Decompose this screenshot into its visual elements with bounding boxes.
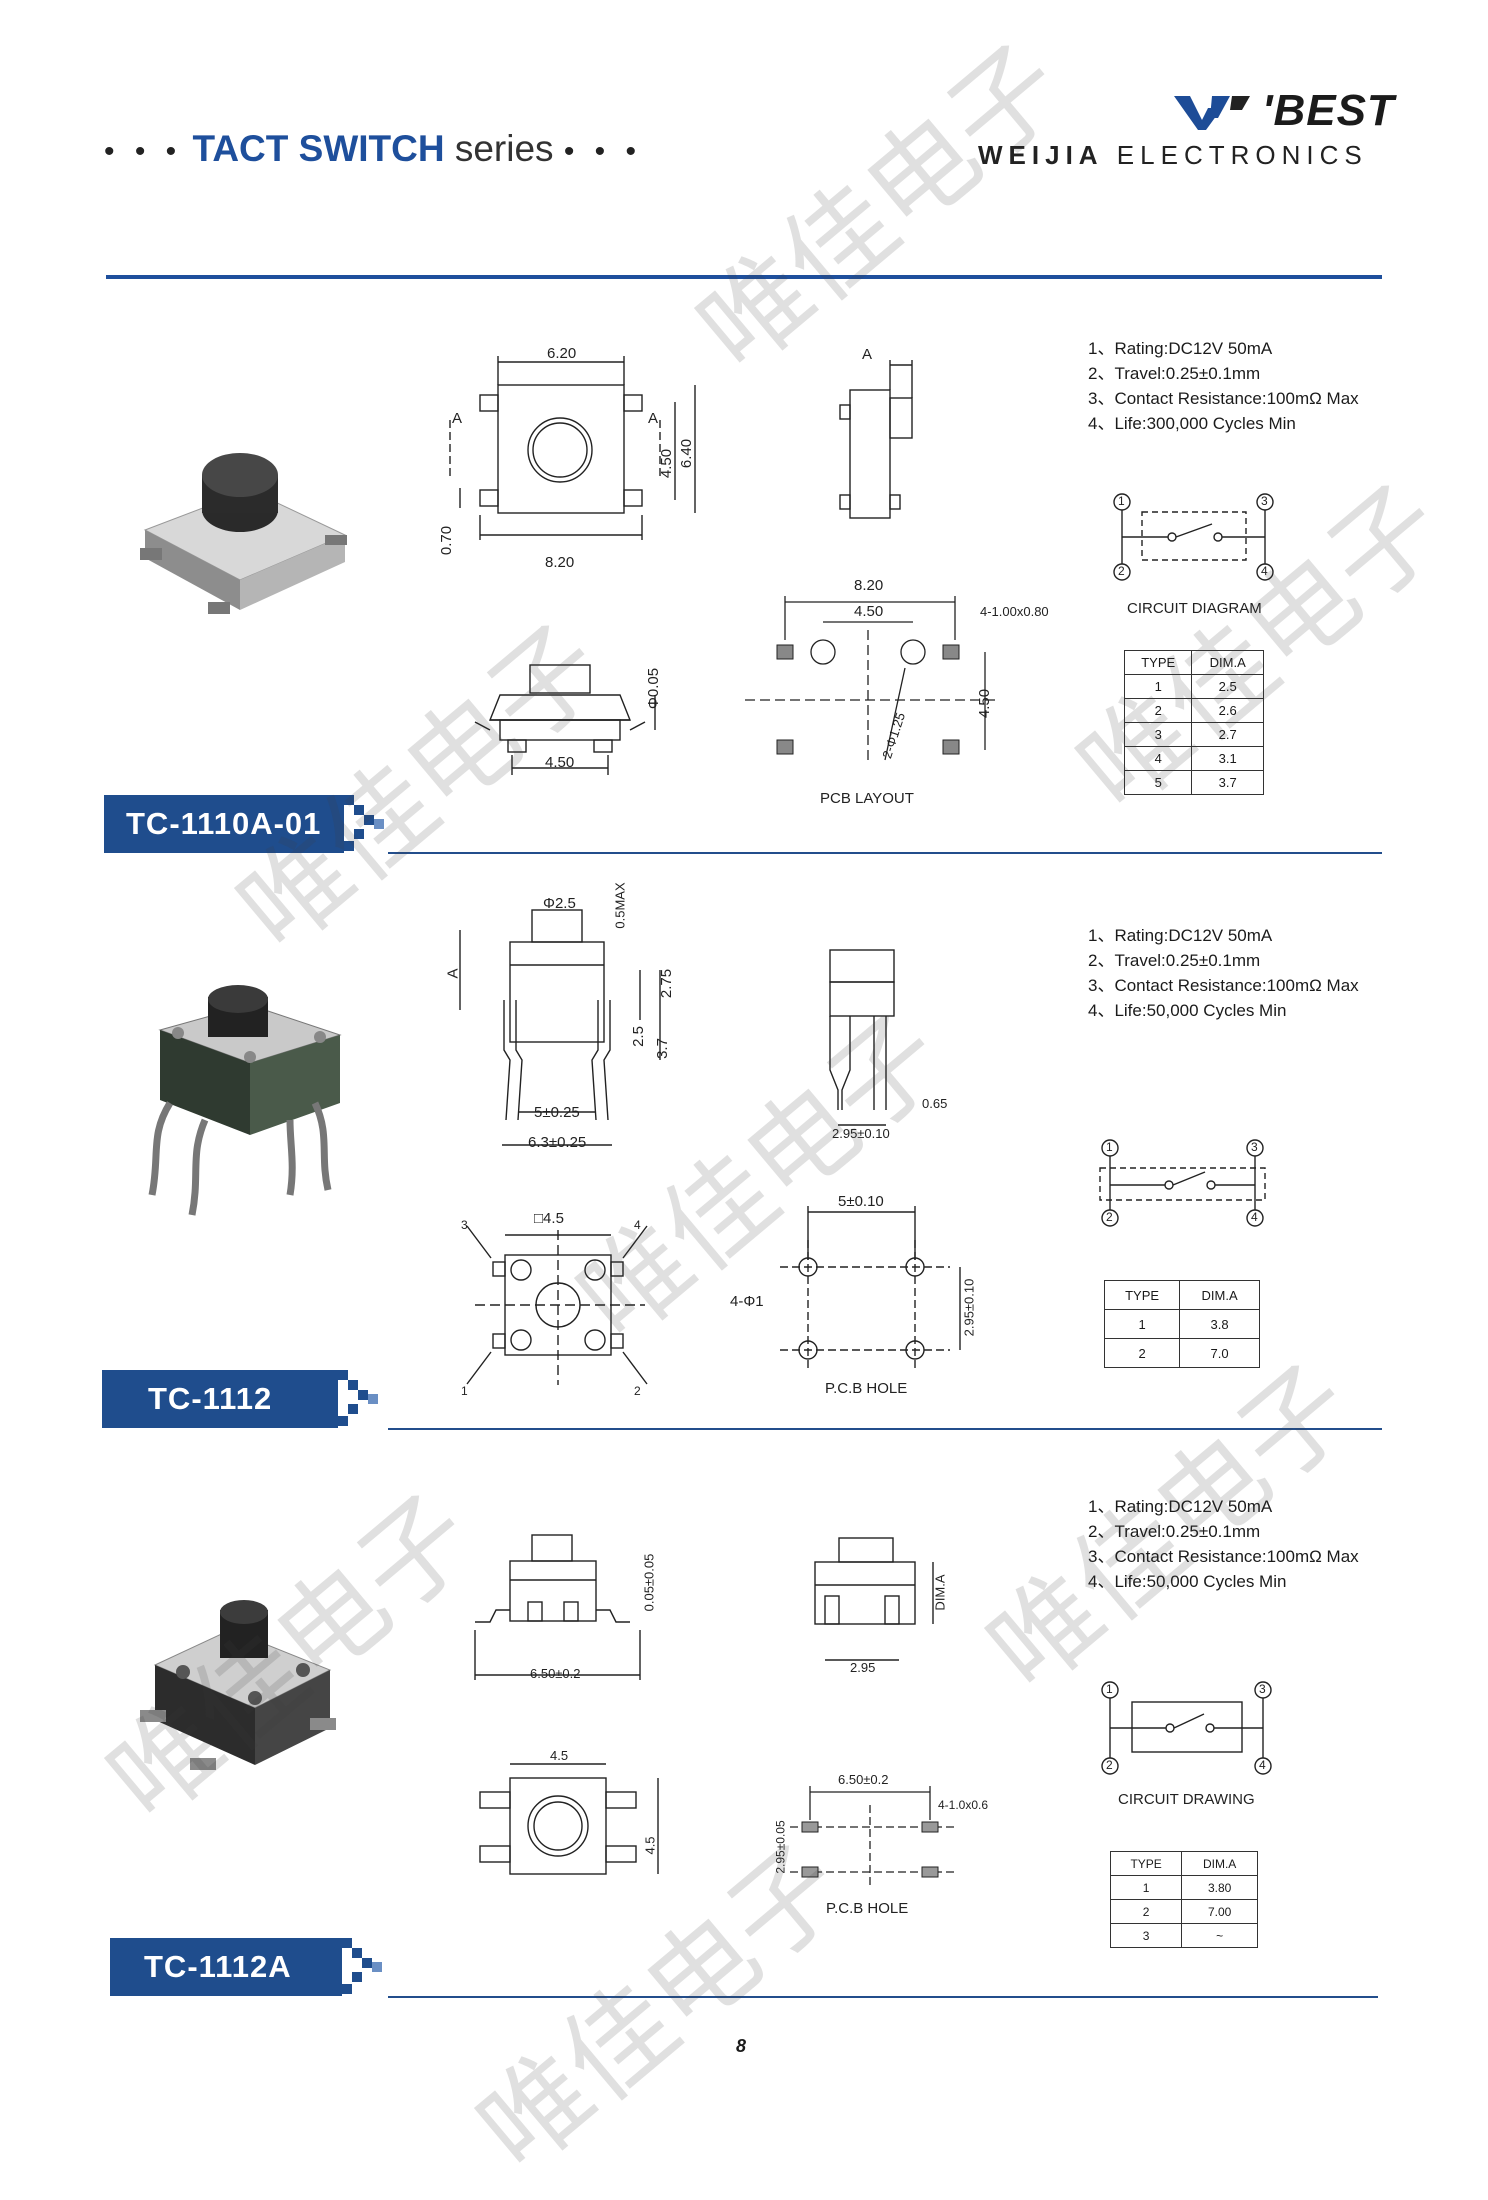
pcb-layout-drawing-tc-1110a-01 [745,596,995,761]
front-view-drawing-tc-1110a-01 [474,664,656,775]
header-rule [106,275,1382,279]
pcb-hole-drawing-tc-1112 [780,1206,961,1370]
front-view-drawing-tc-1112 [459,909,661,1146]
series-title: • • • TACT SWITCH series • • • [104,128,643,169]
model-tag-tc-1110a-01: TC-1110A-01 [104,795,344,853]
section-rule-1 [388,852,1382,854]
top-view-drawing-tc-1112a [479,1763,659,1875]
specs-tc-1110a-01: 1、Rating:DC12V 50mA 2、Travel:0.25±0.1mm … [1088,339,1359,433]
side-view-drawing-tc-1112 [829,949,895,1126]
side-view-drawing-tc-1112a [814,1537,934,1661]
top-view-drawing-tc-1110a-01 [449,356,696,540]
brand-subtitle: WEIJIA ELECTRONICS [978,140,1368,170]
watermark: 唯佳电子 [676,21,1088,395]
section-rule-3 [388,1996,1378,1998]
side-view-drawing-tc-1110a-01 [839,360,913,519]
product-photo-tc-1112 [148,985,342,1216]
tag-pixel-arrow-icon [342,1938,382,1994]
model-tag-tc-1112a: TC-1112A [110,1938,342,1996]
tag-pixel-arrow-icon [338,1370,378,1426]
pcb-hole-drawing-tc-1112a [790,1786,955,1888]
brand-name: 'BEST [1262,86,1395,135]
top-view-drawing-tc-1112 [466,1225,648,1385]
page-number: 8 [736,2036,747,2056]
section-rule-2 [388,1428,1382,1430]
brand-logo-icon [1174,96,1250,130]
model-tag-tc-1112: TC-1112 [102,1370,338,1428]
product-photo-tc-1112a [140,1600,336,1770]
circuit-diagram-tc-1110a-01 [1113,493,1274,581]
product-photo-tc-1110a-01 [140,453,347,614]
circuit-diagram-tc-1112 [1099,1139,1266,1227]
specs-tc-1112: 1、Rating:DC12V 50mA 2、Travel:0.25±0.1mm … [1088,926,1359,1020]
tag-pixel-arrow-icon [344,795,384,851]
front-view-drawing-tc-1112a [474,1534,641,1680]
circuit-diagram-tc-1112a [1101,1681,1272,1775]
specs-tc-1112a: 1、Rating:DC12V 50mA 2、Travel:0.25±0.1mm … [1088,1497,1359,1591]
